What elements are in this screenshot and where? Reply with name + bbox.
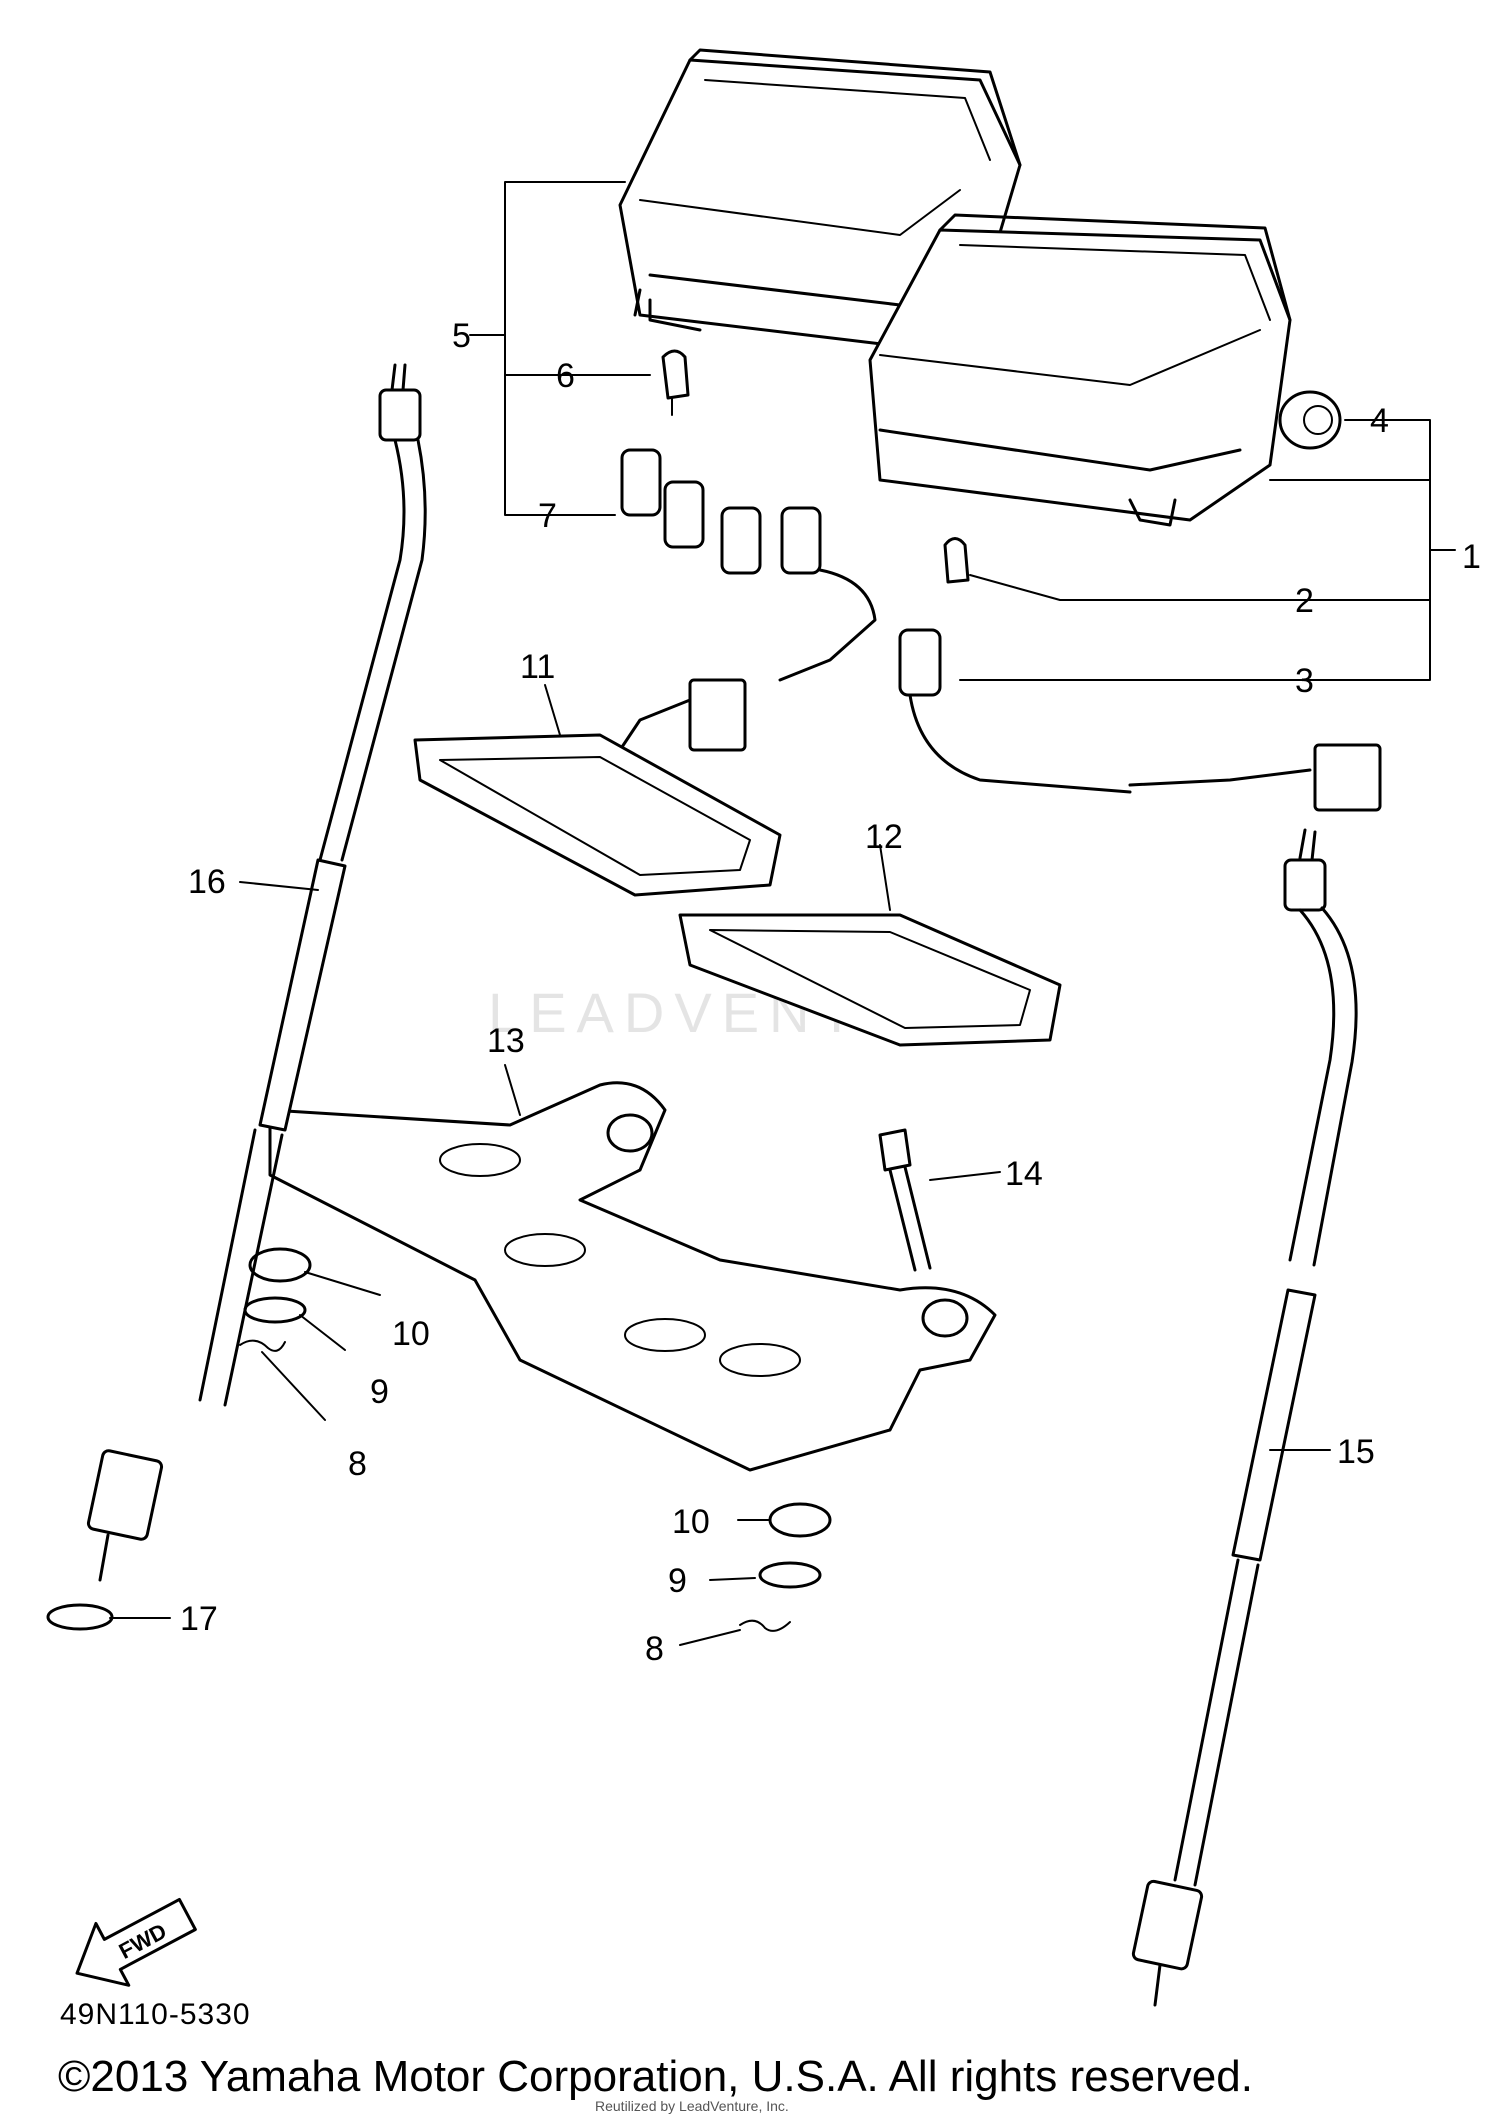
callout-15: 15: [1337, 1433, 1375, 1471]
callout-5: 5: [452, 317, 471, 355]
gasket-11: [413, 733, 782, 897]
callout-7: 7: [538, 497, 557, 535]
callout-10-left: 10: [392, 1315, 430, 1353]
callout-11: 11: [520, 648, 555, 686]
knob-4: [1278, 390, 1342, 450]
copyright-notice: ©2013 Yamaha Motor Corporation, U.S.A. A…: [58, 2052, 1253, 2101]
callout-4: 4: [1370, 402, 1389, 440]
cable-16: [86, 363, 427, 1582]
cable-15: [1131, 828, 1358, 2007]
callout-14: 14: [1005, 1155, 1043, 1193]
bolt-14: [878, 1128, 932, 1272]
clip-8-left: [239, 1339, 286, 1352]
callout-8-right: 8: [645, 1630, 664, 1668]
meter-assembly-1: [868, 213, 1292, 527]
callout-9-left: 9: [370, 1373, 389, 1411]
callout-13: 13: [487, 1022, 525, 1060]
callout-3: 3: [1295, 662, 1314, 700]
callout-1: 1: [1462, 538, 1481, 576]
socket-3: [898, 628, 1382, 812]
washer-9-left: [243, 1296, 307, 1324]
callout-2: 2: [1295, 582, 1314, 620]
bulb-6: [661, 349, 690, 416]
callout-17: 17: [180, 1600, 218, 1638]
sockets-7: [618, 448, 877, 752]
callout-labels: 1 2 3 4 5 6 7 8 8 9 9 10 10 11 12 13 14 …: [180, 317, 1481, 1668]
callout-12: 12: [865, 818, 903, 856]
bulb-2: [943, 537, 970, 584]
bracket-13: [268, 1081, 997, 1472]
grommet-10-right: [768, 1502, 832, 1538]
callout-10-right: 10: [672, 1503, 710, 1541]
leader-lines: [109, 374, 1331, 1646]
washer-9-right: [758, 1561, 822, 1589]
group-bracket-1: [959, 419, 1456, 681]
clip-8-right: [739, 1619, 791, 1632]
o-ring-17: [46, 1603, 114, 1631]
catalog-number: 49N110-5330: [60, 1998, 251, 2031]
gasket-12: [678, 913, 1062, 1047]
callout-8-left: 8: [348, 1445, 367, 1483]
callout-16: 16: [188, 863, 226, 901]
watermark-text: Reutilized by LeadVenture, Inc.: [595, 2098, 789, 2114]
callout-6: 6: [556, 357, 575, 395]
fwd-arrow-icon: FWD: [75, 1897, 197, 1987]
grommet-10-left: [248, 1247, 312, 1283]
callout-9-right: 9: [668, 1562, 687, 1600]
group-bracket-5: [469, 181, 641, 516]
